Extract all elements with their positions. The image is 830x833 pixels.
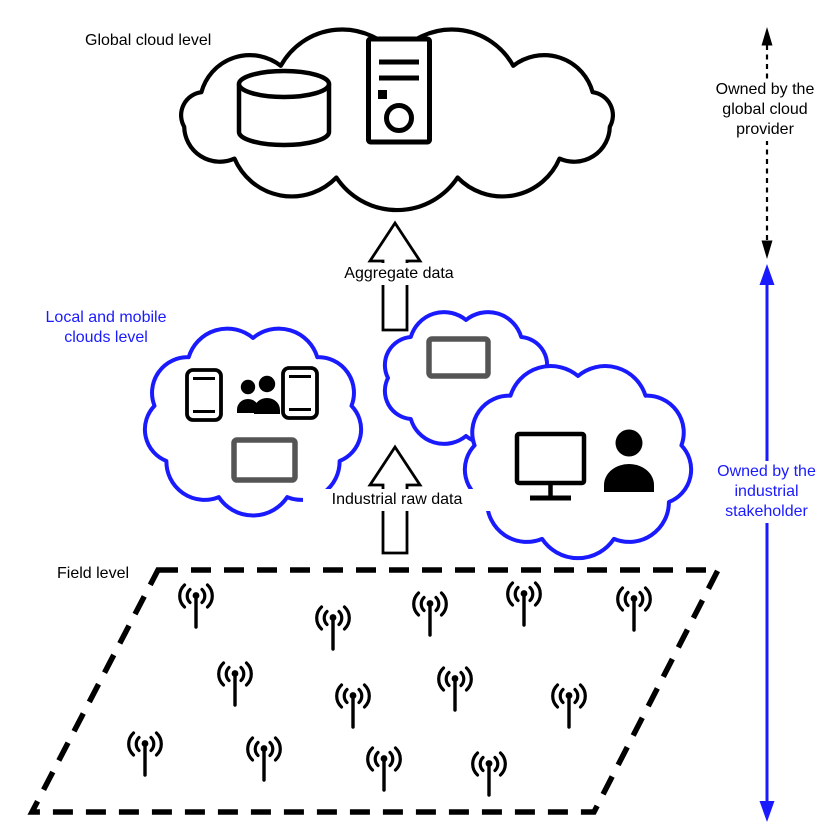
antenna-icon xyxy=(126,731,164,777)
server-icon xyxy=(366,36,432,145)
antenna-icon xyxy=(334,683,372,729)
antenna-icon xyxy=(470,751,508,797)
aggregate-data-label: Aggregate data xyxy=(315,263,483,285)
global-cloud-level-label: Global cloud level xyxy=(85,32,212,49)
antenna-icon xyxy=(615,586,653,632)
antenna-icon xyxy=(365,746,403,792)
antenna-icon xyxy=(314,605,352,651)
industrial-ownership-arrow xyxy=(759,264,775,822)
smartphone-icon xyxy=(281,366,319,420)
person-icon xyxy=(604,429,654,492)
antenna-icon xyxy=(550,683,588,729)
antenna-icon xyxy=(177,583,215,629)
antenna-icon xyxy=(411,591,449,637)
owned-by-global-provider-label: Owned by the global cloud provider xyxy=(700,79,830,141)
antenna-icon xyxy=(436,666,474,712)
desktop-monitor-icon xyxy=(514,431,587,501)
local-cloud-left xyxy=(142,326,364,518)
field-level-label: Field level xyxy=(57,565,130,582)
local-mobile-clouds-level-label: Local and mobile clouds level xyxy=(45,309,167,346)
antenna-icon xyxy=(245,736,283,782)
antenna-icon xyxy=(216,661,254,707)
industrial-raw-data-label: Industrial raw data xyxy=(303,489,491,511)
database-icon xyxy=(236,68,332,148)
owned-by-industrial-stakeholder-label: Owned by the industrial stakeholder xyxy=(701,461,830,523)
field-parallelogram xyxy=(27,567,723,815)
smartphone-icon xyxy=(185,368,223,422)
field-level-group xyxy=(27,567,723,815)
users-icon xyxy=(237,375,280,414)
display-icon xyxy=(231,437,298,483)
global-ownership-arrow xyxy=(761,27,773,259)
display-icon xyxy=(426,336,491,379)
antenna-icon xyxy=(505,581,543,627)
